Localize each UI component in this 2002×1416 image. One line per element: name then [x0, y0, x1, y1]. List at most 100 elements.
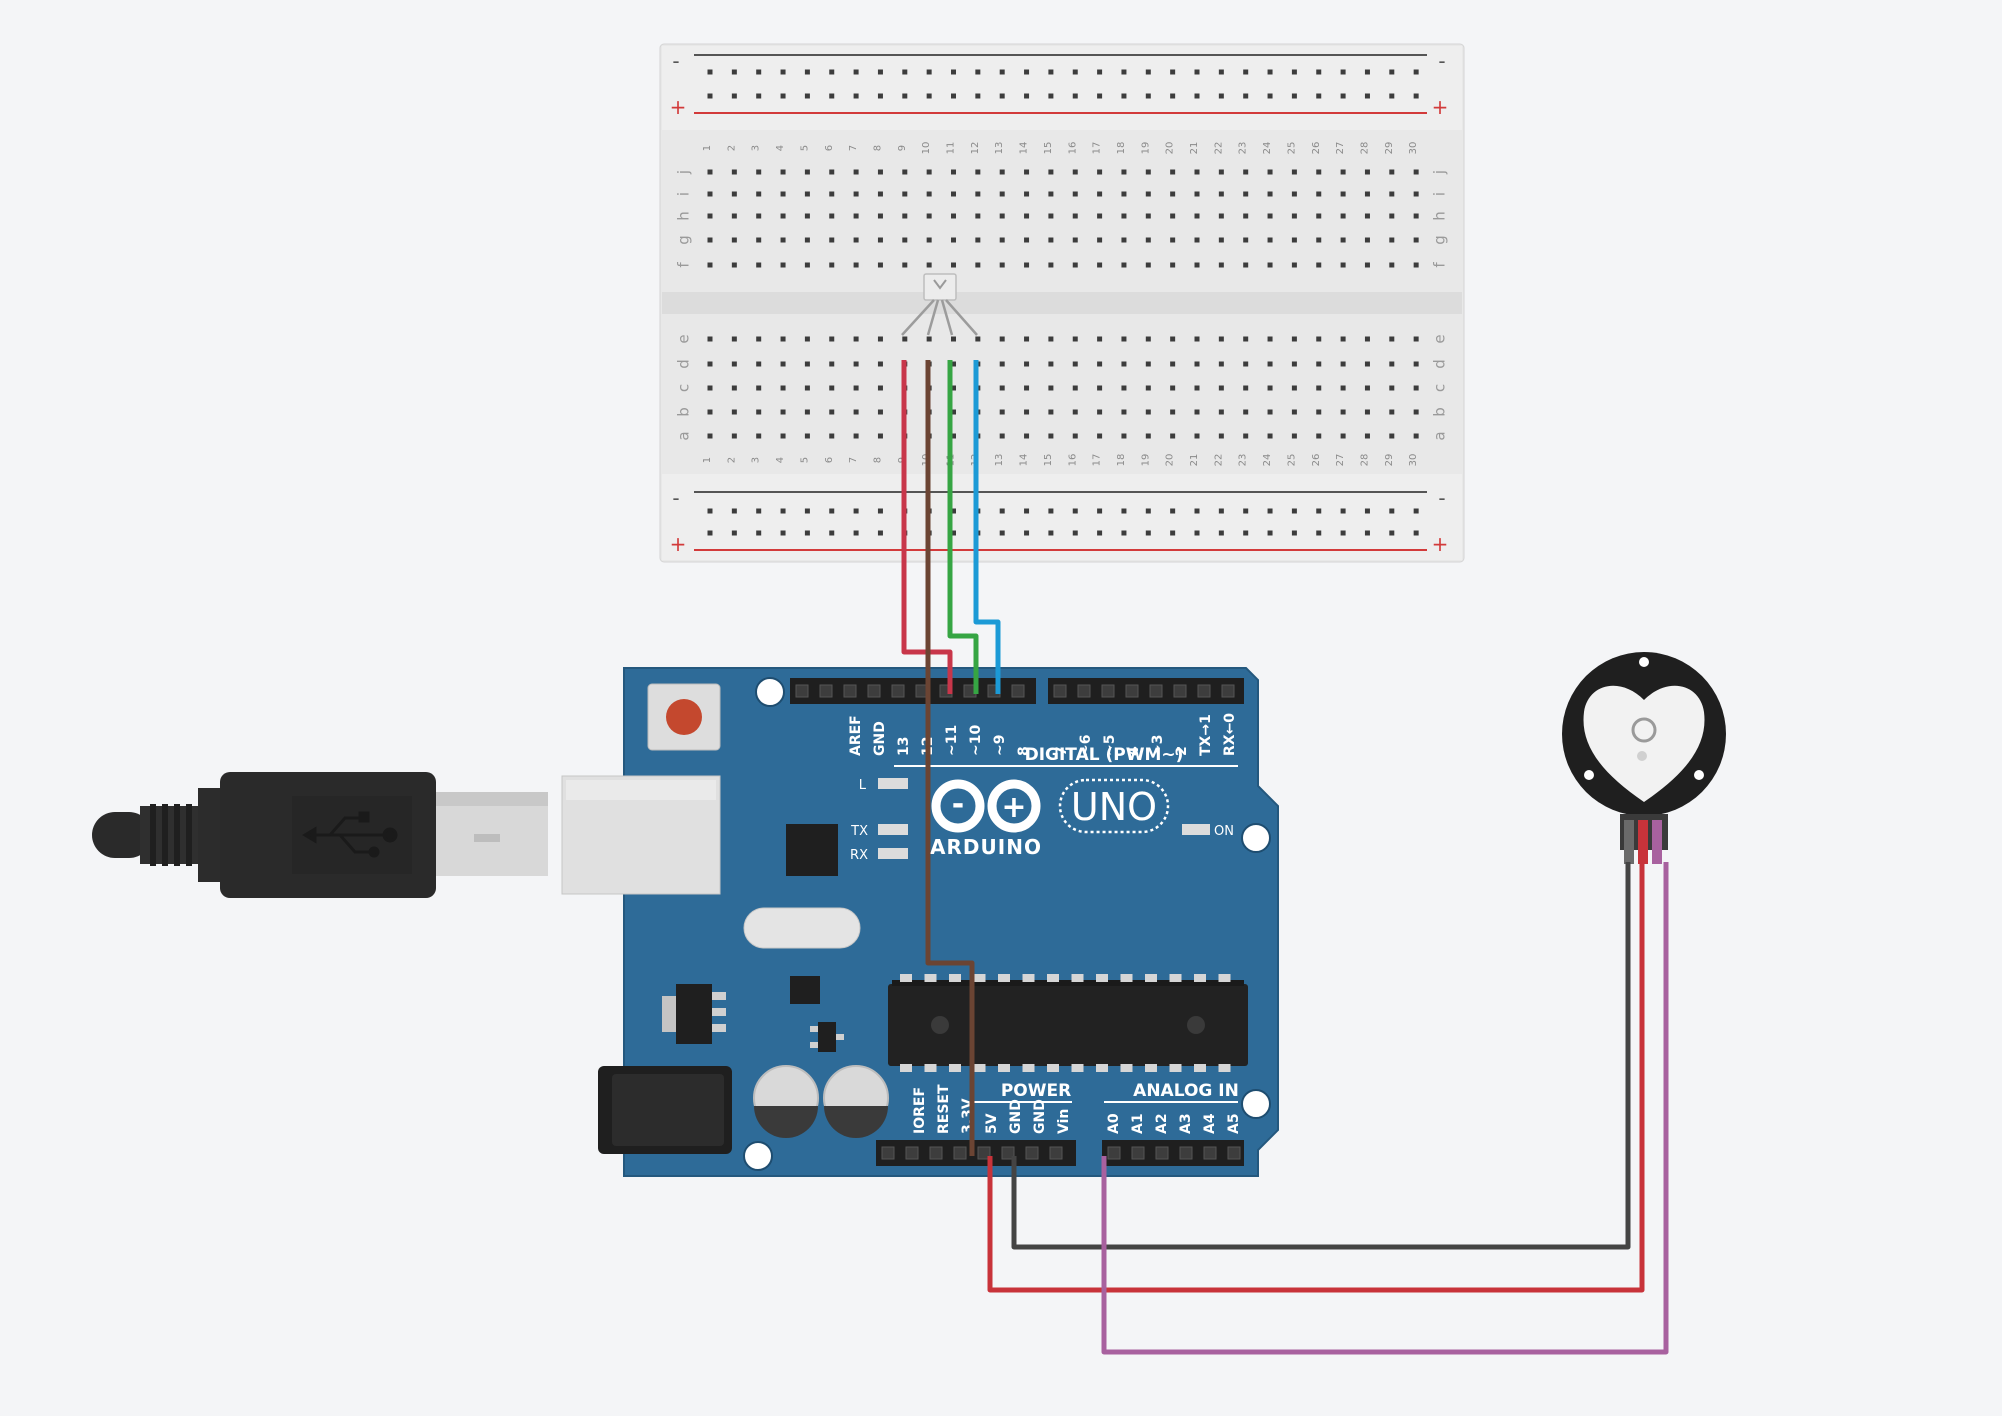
breadboard-hole[interactable]	[1340, 385, 1346, 391]
breadboard-hole[interactable]	[1170, 433, 1176, 439]
rail-hole[interactable]	[926, 69, 932, 75]
breadboard-hole[interactable]	[902, 336, 908, 342]
rail-hole[interactable]	[1097, 69, 1103, 75]
breadboard-hole[interactable]	[1267, 169, 1273, 175]
breadboard-hole[interactable]	[1145, 213, 1151, 219]
breadboard-hole[interactable]	[1291, 237, 1297, 243]
rail-hole[interactable]	[804, 69, 810, 75]
breadboard-hole[interactable]	[804, 169, 810, 175]
breadboard-hole[interactable]	[1121, 237, 1127, 243]
breadboard-hole[interactable]	[1097, 433, 1103, 439]
rail-hole[interactable]	[1072, 530, 1078, 536]
breadboard-hole[interactable]	[731, 336, 737, 342]
breadboard-hole[interactable]	[1267, 385, 1273, 391]
breadboard-hole[interactable]	[1389, 409, 1395, 415]
rail-hole[interactable]	[951, 508, 956, 514]
breadboard-hole[interactable]	[1413, 213, 1419, 219]
breadboard-hole[interactable]	[756, 169, 762, 175]
breadboard-hole[interactable]	[902, 262, 908, 268]
breadboard-hole[interactable]	[1121, 169, 1127, 175]
breadboard-hole[interactable]	[902, 213, 908, 219]
header-pin-socket[interactable]	[1149, 684, 1163, 698]
rail-hole[interactable]	[780, 508, 786, 514]
pulse-sensor[interactable]	[1562, 652, 1726, 864]
breadboard-hole[interactable]	[1291, 262, 1297, 268]
breadboard-hole[interactable]	[1121, 262, 1127, 268]
breadboard-hole[interactable]	[1121, 213, 1127, 219]
rail-hole[interactable]	[1218, 93, 1224, 99]
breadboard-hole[interactable]	[731, 385, 737, 391]
rail-hole[interactable]	[780, 93, 786, 99]
breadboard-hole[interactable]	[1048, 361, 1054, 367]
breadboard-hole[interactable]	[780, 336, 786, 342]
breadboard-hole[interactable]	[853, 191, 859, 197]
breadboard-hole[interactable]	[804, 433, 810, 439]
rail-hole[interactable]	[1145, 93, 1151, 99]
header-pin-socket[interactable]	[1131, 1146, 1145, 1160]
rail-hole[interactable]	[1413, 530, 1419, 536]
breadboard-hole[interactable]	[1072, 361, 1078, 367]
breadboard-hole[interactable]	[731, 237, 737, 243]
breadboard-hole[interactable]	[780, 433, 786, 439]
rail-hole[interactable]	[1316, 508, 1322, 514]
rail-hole[interactable]	[780, 530, 786, 536]
rail-hole[interactable]	[1194, 508, 1200, 514]
rail-hole[interactable]	[1170, 93, 1176, 99]
header-pin-socket[interactable]	[929, 1146, 943, 1160]
breadboard-hole[interactable]	[902, 169, 908, 175]
breadboard-hole[interactable]	[1267, 262, 1273, 268]
breadboard-hole[interactable]	[999, 336, 1005, 342]
breadboard-hole[interactable]	[1243, 191, 1249, 197]
breadboard-hole[interactable]	[926, 169, 932, 175]
breadboard-hole[interactable]	[1413, 262, 1419, 268]
rail-hole[interactable]	[1364, 93, 1370, 99]
breadboard-hole[interactable]	[707, 336, 713, 342]
breadboard-hole[interactable]	[1267, 237, 1273, 243]
rail-hole[interactable]	[1048, 508, 1054, 514]
breadboard-hole[interactable]	[1194, 385, 1200, 391]
rail-hole[interactable]	[951, 93, 956, 99]
breadboard-hole[interactable]	[829, 433, 835, 439]
breadboard-hole[interactable]	[951, 385, 956, 391]
breadboard-hole[interactable]	[1364, 385, 1370, 391]
breadboard-hole[interactable]	[780, 262, 786, 268]
breadboard-hole[interactable]	[707, 237, 713, 243]
breadboard-hole[interactable]	[1072, 237, 1078, 243]
rail-hole[interactable]	[1170, 69, 1176, 75]
rail-hole[interactable]	[1121, 93, 1127, 99]
rail-hole[interactable]	[804, 530, 810, 536]
breadboard-hole[interactable]	[1121, 191, 1127, 197]
breadboard-hole[interactable]	[1340, 213, 1346, 219]
breadboard-hole[interactable]	[975, 262, 981, 268]
breadboard-hole[interactable]	[1145, 237, 1151, 243]
rail-hole[interactable]	[1267, 69, 1273, 75]
breadboard-hole[interactable]	[1170, 191, 1176, 197]
breadboard-hole[interactable]	[804, 237, 810, 243]
breadboard-hole[interactable]	[829, 409, 835, 415]
rail-hole[interactable]	[1389, 93, 1395, 99]
rail-hole[interactable]	[877, 530, 883, 536]
rail-hole[interactable]	[1340, 69, 1346, 75]
breadboard-hole[interactable]	[756, 385, 762, 391]
breadboard-hole[interactable]	[1364, 169, 1370, 175]
breadboard-hole[interactable]	[1218, 191, 1224, 197]
breadboard-hole[interactable]	[1170, 361, 1176, 367]
rail-hole[interactable]	[1072, 93, 1078, 99]
breadboard-hole[interactable]	[926, 213, 932, 219]
rail-hole[interactable]	[1291, 508, 1297, 514]
breadboard-hole[interactable]	[1316, 262, 1322, 268]
breadboard-hole[interactable]	[756, 213, 762, 219]
breadboard-hole[interactable]	[951, 433, 956, 439]
rail-hole[interactable]	[1389, 508, 1395, 514]
breadboard-hole[interactable]	[1072, 336, 1078, 342]
breadboard-hole[interactable]	[951, 262, 956, 268]
rail-hole[interactable]	[1024, 530, 1030, 536]
rail-hole[interactable]	[999, 93, 1005, 99]
rail-hole[interactable]	[1218, 69, 1224, 75]
breadboard-hole[interactable]	[1145, 385, 1151, 391]
breadboard-hole[interactable]	[1194, 262, 1200, 268]
breadboard-hole[interactable]	[829, 169, 835, 175]
breadboard-hole[interactable]	[1413, 191, 1419, 197]
breadboard-hole[interactable]	[1218, 237, 1224, 243]
breadboard-hole[interactable]	[1194, 237, 1200, 243]
